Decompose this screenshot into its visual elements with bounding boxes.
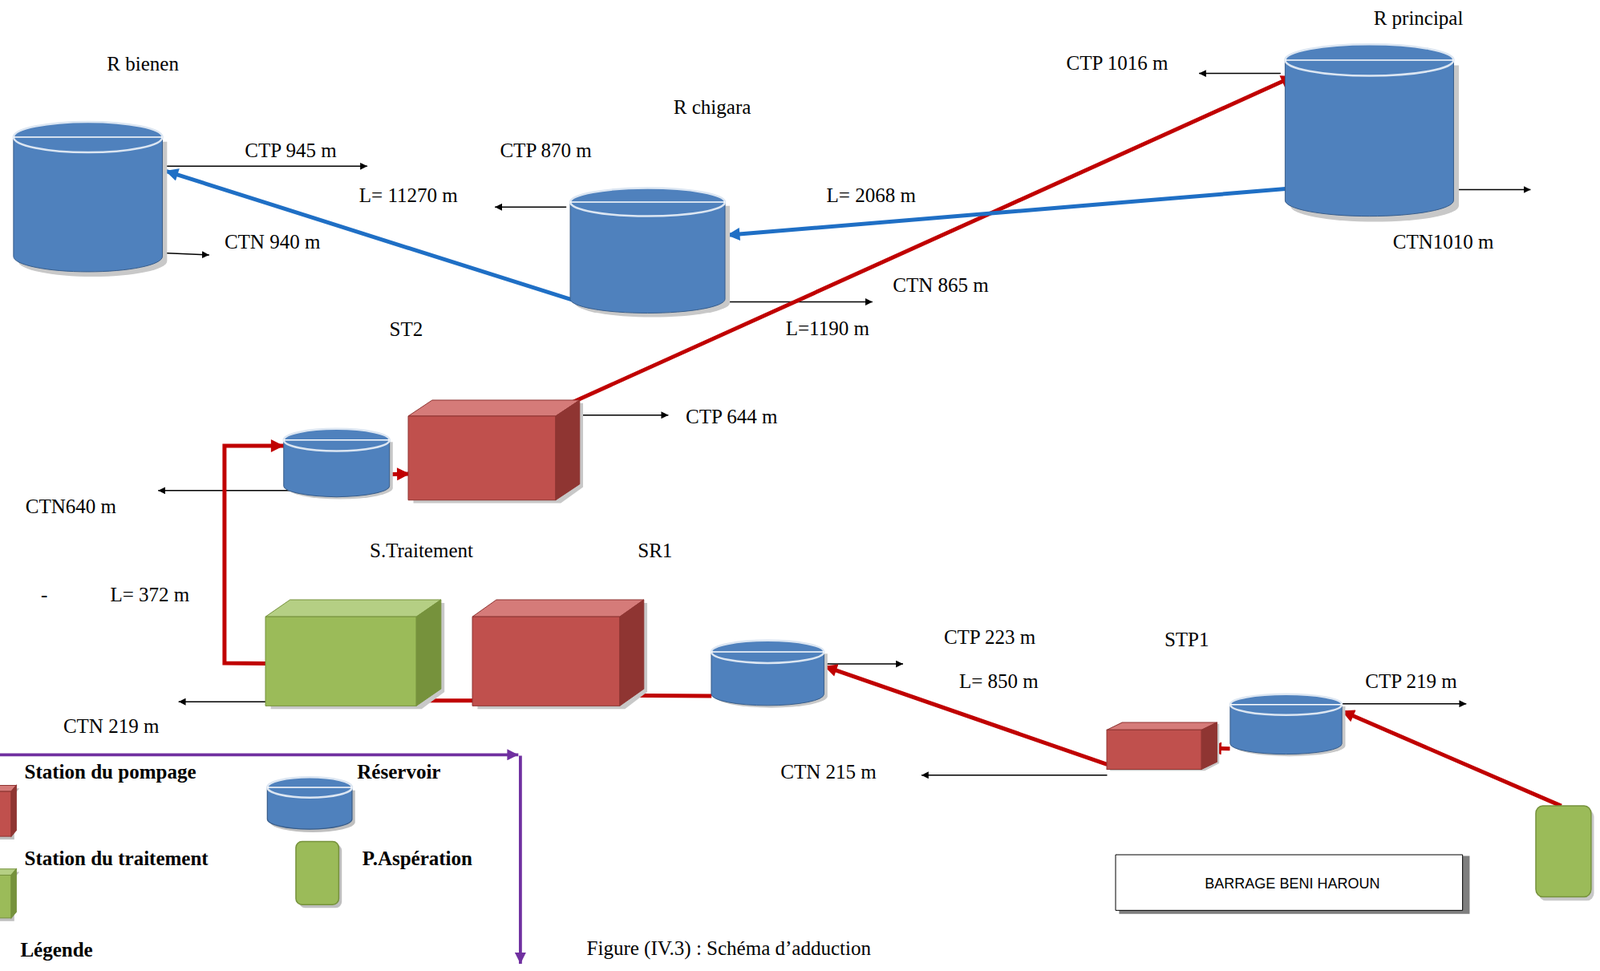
level-label: CTP 870 m [499,139,592,163]
structure-name: SR1 [637,539,673,563]
legend-entry: Station du pompage [24,761,197,784]
legend-treatment-icon [0,869,20,922]
level-label: CTN 219 m [63,715,159,738]
node-shape [265,599,442,706]
structure-name: ST2 [389,318,424,341]
level-pointer [921,774,1108,777]
level-label: L= 2068 m [826,184,916,207]
figure-caption: Figure (IV.3) : Schéma d’adduction [587,937,871,960]
level-pointer [163,252,210,256]
node-shape [567,186,729,315]
legend-intake-icon [295,841,342,908]
pumping-station: STP1 [1106,722,1217,770]
reservoir [708,640,827,707]
level-label: L= 11270 m [359,184,458,207]
node-shape [1106,722,1217,770]
level-label: CTN1010 m [1393,230,1495,254]
level-label: CTP 945 m [244,139,337,163]
reservoir [1227,693,1345,755]
reservoir: R bienen [10,120,166,274]
legend-entry: Station du traitement [24,847,209,871]
reservoir: R principal [1281,42,1458,219]
legend-title: Légende [20,939,93,962]
level-pointer [824,663,904,665]
level-pointer [494,206,567,208]
dam-name: BARRAGE BENI HAROUN [1204,874,1380,892]
bracket-line [0,753,519,757]
node-shape [1535,806,1595,901]
level-label: CTP 223 m [943,626,1036,649]
node-shape [408,400,580,501]
level-label: - [40,583,48,607]
level-pointer [1198,72,1281,75]
level-label: CTN640 m [25,495,117,519]
level-pointer [163,166,368,168]
node-shape [1281,42,1458,219]
level-label: L= 850 m [959,670,1039,693]
structure-name: STP1 [1164,628,1210,652]
dam-box: BARRAGE BENI HAROUN [1115,854,1470,915]
node-shape [1227,693,1345,755]
reservoir [281,428,392,499]
reservoir: R chigara [567,186,729,315]
bracket-line [518,756,523,965]
level-label: L= 372 m [109,583,190,607]
structure-name: R bienen [106,52,179,76]
level-label: CTP 1016 m [1066,52,1169,75]
level-pointer [1341,703,1467,705]
node-shape [472,599,645,706]
structure-name: S.Traitement [369,539,474,563]
level-label: L=1190 m [785,317,870,341]
pipe [390,472,410,477]
pipe [571,76,1294,403]
level-label: CTN 215 m [780,761,876,784]
legend-entry: P.Aspération [362,847,473,871]
structure-name: R chigara [673,96,751,119]
level-pointer [576,414,669,417]
level-pointer [1454,189,1531,191]
pipe [726,188,1291,235]
level-label: CTN 865 m [892,274,989,297]
structure-name: R principal [1373,7,1464,30]
intake [1535,806,1595,901]
legend-entry: Réservoir [356,761,441,784]
level-pointer [178,700,276,703]
legend-bracket [0,754,521,965]
pipe [824,666,1108,766]
node-shape [10,120,166,274]
pipe [1341,711,1562,807]
treatment-station: S.Traitement [265,599,442,706]
node-shape [708,640,827,707]
pumping-station: ST2 [408,400,580,501]
pumping-station: SR1 [472,599,645,706]
legend-reservoir-icon [267,777,355,833]
legend-pump-icon [0,785,20,839]
level-label: CTP 644 m [685,405,778,429]
level-label: CTN 940 m [224,230,320,254]
node-shape [281,428,392,499]
level-label: CTP 219 m [1365,670,1457,693]
pipe [165,170,577,302]
